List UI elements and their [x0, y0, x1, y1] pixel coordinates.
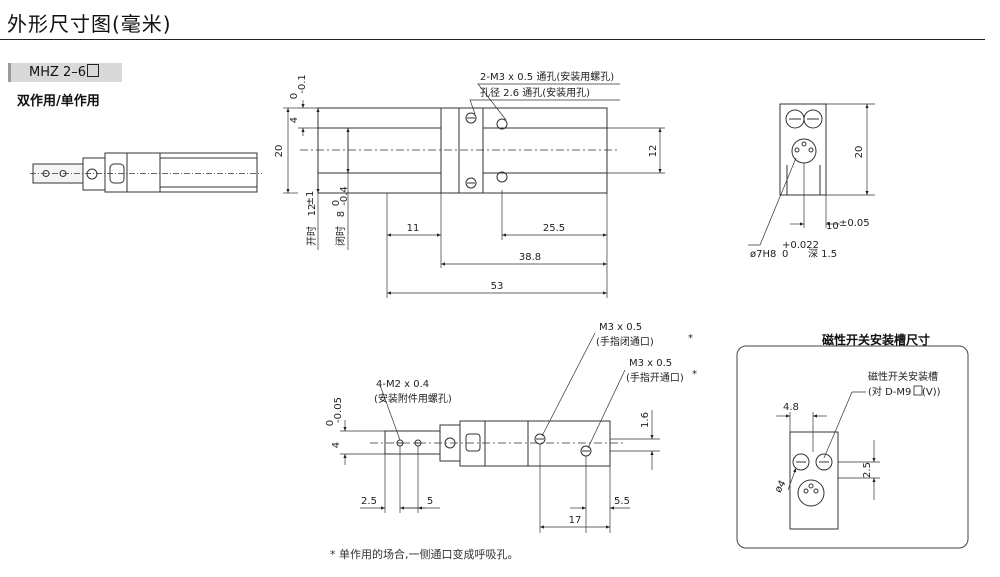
- dim-4-top: 4: [289, 117, 300, 123]
- dim-20-top: 20: [274, 145, 285, 158]
- model-tab: MHZ 2–6: [8, 63, 122, 82]
- action-type-heading: 双作用/单作用: [17, 94, 100, 109]
- dim-open-prefix: 开时: [306, 226, 318, 246]
- slot-box-icon: [913, 385, 923, 396]
- dim-20-end: 20: [854, 146, 865, 159]
- callout-m3-open-star: *: [692, 369, 697, 380]
- slot-label: 磁性开关安装槽: [868, 370, 938, 383]
- end-view-text: 20 10 ±0.05 ø7H8 +0.022 0 深 1.5: [750, 146, 870, 260]
- switch-panel-title: 磁性开关安装槽尺寸: [822, 333, 931, 347]
- callout-m3-close: M3 x 0.5: [599, 322, 642, 333]
- dim-closed-value: 8: [336, 211, 347, 217]
- dim-25-5: 25.5: [543, 223, 565, 234]
- callout-thru-hole: 孔径 2.6 通孔(安装用孔): [480, 86, 590, 99]
- dim-5-5-bottom: 5.5: [614, 496, 630, 507]
- dim-dia-4: ø4: [773, 479, 789, 495]
- end-view-dims: [748, 103, 875, 246]
- bottom-view: [370, 420, 625, 467]
- title-divider: [0, 39, 985, 40]
- bore-depth: 深 1.5: [808, 248, 837, 260]
- footnote: * 单作用的场合,一侧通口变成呼吸孔。: [330, 548, 519, 561]
- dim-open-tol: ±1: [305, 191, 316, 206]
- dim-2-5-bottom: 2.5: [361, 496, 377, 507]
- dim-12-right: 12: [648, 145, 659, 158]
- dim-4-tol-lo: -0.1: [297, 74, 308, 94]
- top-view-dim-lines: [283, 83, 665, 298]
- callout-thru-tap: 2-M3 x 0.5 通孔(安装用螺孔): [480, 70, 614, 83]
- bottom-view-text: 4 0 -0.05 1.6 2.5 5 5.5 17 4-M2 x 0.4 (安…: [325, 322, 697, 526]
- dim-10-tol: ±0.05: [839, 218, 870, 229]
- dim-38-8: 38.8: [519, 252, 541, 263]
- callout-m3-close-note: (手指闭通口): [596, 335, 654, 348]
- dim-2-5-switch: 2.5: [862, 462, 873, 478]
- dim-4-bottom: 4: [331, 442, 342, 448]
- dim-closed-prefix: 闭时: [334, 226, 347, 246]
- dim-4-bottom-tol-hi: 0: [325, 420, 336, 426]
- dim-1-6: 1.6: [640, 412, 651, 428]
- slot-for-suffix: (V)): [922, 387, 941, 398]
- model-label: MHZ 2–6: [29, 65, 87, 80]
- callout-m2-note: (安装附件用螺孔): [374, 392, 452, 405]
- small-side-view: [30, 152, 262, 193]
- dim-4-bottom-tol-lo: -0.05: [333, 397, 344, 423]
- dim-closed-tol-lo: -0.4: [339, 186, 350, 206]
- bore-tol-hi: +0.022: [782, 240, 819, 251]
- page-title: 外形尺寸图(毫米): [7, 12, 172, 36]
- callout-m3-open-note: (手指开通口): [626, 371, 684, 384]
- dim-11: 11: [407, 223, 420, 234]
- dim-10-end: 10: [826, 221, 839, 232]
- dim-open-value: 12: [307, 204, 318, 217]
- switch-panel: 4.8 ø4 2.5 磁性开关安装槽 (对 D-M9 (V)): [736, 345, 969, 549]
- dim-17: 17: [569, 515, 582, 526]
- top-view-body: [300, 107, 620, 194]
- callout-m3-close-star: *: [688, 333, 693, 344]
- bore-tol-lo: 0: [782, 249, 788, 260]
- dim-4-8: 4.8: [783, 402, 799, 413]
- dim-4-tol-hi: 0: [289, 93, 300, 99]
- dim-closed-tol-hi: 0: [331, 200, 342, 206]
- model-box-icon: [87, 64, 100, 77]
- dim-5-bottom: 5: [427, 496, 433, 507]
- slot-for-prefix: (对 D-M9: [868, 385, 911, 398]
- top-view-dim-text: 4 0 -0.1 20 开时 12 ±1 闭时 8 0 -0.4 12 11 2…: [274, 70, 659, 292]
- callout-m3-open: M3 x 0.5: [629, 358, 672, 369]
- bore-size: ø7H8: [750, 249, 776, 260]
- callout-m2: 4-M2 x 0.4: [376, 379, 429, 390]
- bottom-view-dims: [340, 332, 660, 533]
- end-view: [779, 103, 827, 196]
- dim-53: 53: [491, 281, 504, 292]
